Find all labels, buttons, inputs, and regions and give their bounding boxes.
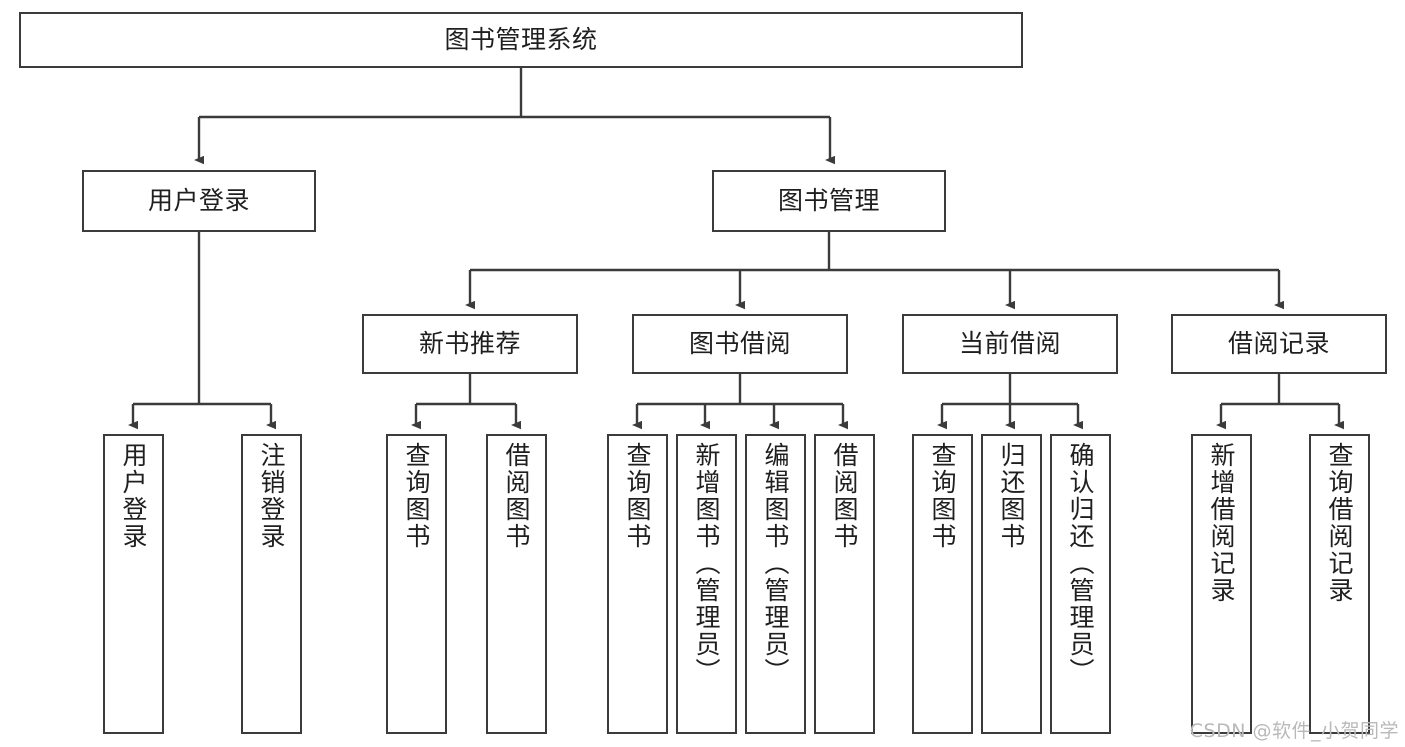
node-label: 注销登录 bbox=[257, 442, 286, 550]
node-label: 当前借阅 bbox=[958, 329, 1061, 358]
node-label: 编辑图书（管理员） bbox=[761, 442, 790, 685]
node-label: 查询图书 bbox=[928, 442, 957, 550]
node-label: 图书管理 bbox=[777, 186, 880, 215]
leaf-query-borrowing-record[interactable]: 查询借阅记录 bbox=[1309, 434, 1370, 734]
node-borrowing-records[interactable]: 借阅记录 bbox=[1171, 314, 1387, 374]
leaf-edit-book-admin[interactable]: 编辑图书（管理员） bbox=[745, 434, 806, 734]
node-label: 图书管理系统 bbox=[444, 25, 598, 54]
watermark: CSDN @软件_小贺同学 bbox=[1189, 720, 1399, 742]
node-label: 借阅图书 bbox=[502, 442, 531, 550]
node-new-book-recommendation[interactable]: 新书推荐 bbox=[362, 314, 578, 374]
node-label: 用户登录 bbox=[147, 186, 250, 215]
leaf-logout[interactable]: 注销登录 bbox=[241, 434, 302, 734]
leaf-confirm-return-admin[interactable]: 确认归还（管理员） bbox=[1050, 434, 1111, 734]
leaf-query-books-borrowing[interactable]: 查询图书 bbox=[607, 434, 668, 734]
node-label: 新增借阅记录 bbox=[1207, 442, 1236, 604]
node-book-management[interactable]: 图书管理 bbox=[712, 170, 946, 232]
node-label: 图书借阅 bbox=[688, 329, 791, 358]
node-label: 借阅记录 bbox=[1227, 329, 1330, 358]
leaf-add-borrowing-record[interactable]: 新增借阅记录 bbox=[1191, 434, 1252, 734]
node-book-borrowing[interactable]: 图书借阅 bbox=[632, 314, 848, 374]
leaf-query-books-recommendation[interactable]: 查询图书 bbox=[386, 434, 447, 734]
node-current-borrowing[interactable]: 当前借阅 bbox=[902, 314, 1118, 374]
node-root-book-management-system[interactable]: 图书管理系统 bbox=[19, 12, 1023, 68]
node-label: 用户登录 bbox=[119, 442, 148, 550]
node-user-login[interactable]: 用户登录 bbox=[82, 170, 316, 232]
node-label: 新书推荐 bbox=[418, 329, 521, 358]
node-label: 查询图书 bbox=[623, 442, 652, 550]
node-label: 借阅图书 bbox=[830, 442, 859, 550]
leaf-borrow-books-borrowing[interactable]: 借阅图书 bbox=[814, 434, 875, 734]
node-label: 确认归还（管理员） bbox=[1066, 442, 1095, 685]
node-label: 新增图书（管理员） bbox=[692, 442, 721, 685]
leaf-return-books[interactable]: 归还图书 bbox=[981, 434, 1042, 734]
leaf-add-book-admin[interactable]: 新增图书（管理员） bbox=[676, 434, 737, 734]
node-label: 查询借阅记录 bbox=[1325, 442, 1354, 604]
node-label: 归还图书 bbox=[997, 442, 1026, 550]
leaf-borrow-books-recommendation[interactable]: 借阅图书 bbox=[486, 434, 547, 734]
node-label: 查询图书 bbox=[402, 442, 431, 550]
leaf-user-login[interactable]: 用户登录 bbox=[103, 434, 164, 734]
leaf-query-books-current[interactable]: 查询图书 bbox=[912, 434, 973, 734]
